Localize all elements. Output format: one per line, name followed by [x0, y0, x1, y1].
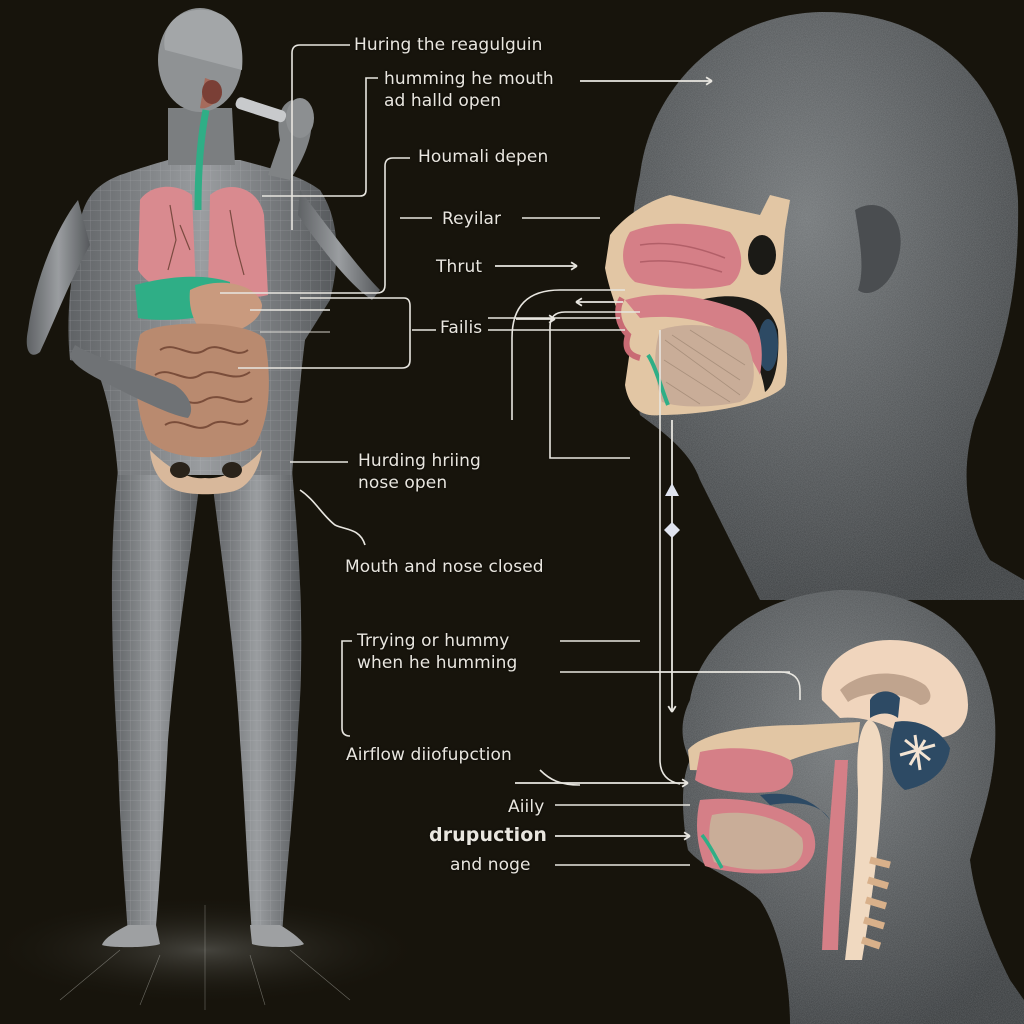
label-hurding-nose-open: Hurding hriing nose open: [358, 451, 481, 493]
head-lower-figure: [682, 589, 1024, 1024]
label-trrying-humming: Trrying or hummy when he humming: [357, 631, 518, 673]
label-aiily: Aiily: [508, 797, 545, 817]
full-body-figure: [26, 8, 380, 948]
label-airflow-disruption: Airflow diiofupction: [346, 745, 512, 765]
triangle-up-marker-icon: [665, 483, 679, 496]
label-reyilar: Reyilar: [442, 209, 502, 229]
label-failis: Failis: [440, 318, 483, 338]
label-huring-reagulguin: Huring the reagulguin: [354, 35, 543, 55]
head-upper-figure: [605, 11, 1024, 601]
flow-markers: [664, 483, 680, 538]
airflow-arrows: [495, 76, 713, 841]
label-and-noge: and noge: [450, 855, 531, 875]
diamond-marker-icon: [664, 522, 680, 538]
label-thrut: Thrut: [436, 257, 483, 277]
label-houmali-depen: Houmali depen: [418, 147, 549, 167]
floor: [0, 895, 425, 1010]
label-mouth-nose-closed: Mouth and nose closed: [345, 557, 544, 577]
label-drupuction: drupuction: [429, 824, 548, 846]
label-humming-mouth-open: humming he mouth ad halld open: [384, 69, 554, 111]
